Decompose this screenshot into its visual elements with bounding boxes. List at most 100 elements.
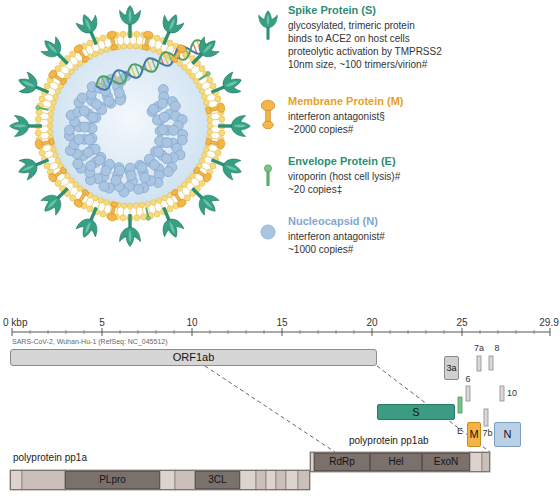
lipid-tail (41, 119, 47, 120)
spike-protein (15, 150, 53, 182)
legend-note: ~20 copies‡ (288, 185, 342, 195)
orf-label: E (457, 427, 463, 436)
lipid-head (53, 152, 59, 158)
spike-protein (154, 11, 186, 49)
membrane-protein (47, 165, 68, 183)
envelope-protein (264, 165, 271, 186)
lipid-tail (195, 71, 200, 75)
spike-head (74, 216, 101, 242)
nucleocapsid-bead (163, 167, 173, 177)
surface-proteins (10, 6, 251, 247)
lipid-tail (97, 203, 99, 209)
lipid-tail (213, 119, 219, 120)
protein-segment (298, 470, 310, 490)
e-head (35, 105, 40, 110)
m-head (34, 139, 43, 149)
spike-head (220, 70, 246, 97)
lipid-head (98, 198, 104, 204)
lipid-tail (182, 191, 186, 196)
lipid-tail (104, 205, 106, 211)
box-label: ORF1ab (173, 352, 215, 363)
lipid-tail (166, 201, 169, 206)
protein-domain: RdRp (314, 453, 370, 471)
bar-heading: polyprotein pp1a (13, 453, 87, 463)
axis-tick (300, 330, 301, 334)
lipid-head (202, 152, 208, 158)
axis-label: 5 (99, 318, 105, 328)
lipid-head (134, 31, 140, 37)
axis-minor-ticks (30, 330, 534, 334)
lipid-head (219, 116, 225, 122)
nucleocapsid-bead (159, 112, 169, 122)
m-head (107, 213, 117, 222)
protein-domain: ExoN (422, 453, 470, 471)
m-head (73, 198, 84, 209)
box-label: ExoN (434, 457, 458, 467)
protein-segment (266, 470, 276, 490)
legend-heading: Membrane Protein (M) (288, 96, 404, 107)
lipid-head (207, 123, 213, 129)
m-head (261, 100, 275, 111)
protein-segment (10, 470, 22, 490)
lipid-tail (212, 138, 218, 140)
lipid-head (73, 182, 79, 188)
lipid-tail (130, 37, 131, 43)
lipid-head (162, 195, 168, 201)
protein-segment (65, 470, 160, 490)
protein-segment (175, 470, 195, 490)
lipid-head (53, 94, 59, 100)
lipid-tail (142, 38, 144, 44)
protein-segment (240, 470, 256, 490)
axis-line (12, 332, 550, 333)
lipid-tail (43, 106, 49, 107)
spike-protein (10, 116, 42, 137)
lipid-head (65, 73, 71, 79)
axis-tick (282, 328, 283, 336)
protein-segment (482, 452, 490, 472)
lipid-head (121, 43, 127, 49)
lipid-head (121, 203, 127, 209)
lipid-head (98, 49, 104, 55)
axis-label: 25 (456, 318, 467, 328)
m-foot (110, 44, 118, 50)
spike-protein (185, 33, 223, 71)
lipid-head (65, 173, 71, 179)
lipid-head (35, 116, 41, 122)
spike-highlight (202, 43, 213, 54)
gene-box: M (467, 422, 481, 447)
nucleocapsid-bead (114, 88, 124, 98)
membrane-protein (107, 30, 120, 50)
axis-tick (354, 330, 355, 334)
m-head (47, 172, 58, 183)
lipid-head (51, 147, 57, 153)
lipid-head (154, 211, 160, 217)
axis-tick (336, 330, 337, 334)
spike-protein (259, 11, 278, 40)
lipid-head (100, 211, 106, 217)
lipid-head (210, 163, 216, 169)
axis-tick (138, 330, 139, 334)
nucleocapsid-bead (88, 112, 98, 122)
e-head (264, 165, 271, 172)
legend-icons (259, 11, 278, 239)
nucleocapsid-bead (74, 134, 84, 144)
nucleocapsid-bead (104, 96, 114, 106)
membrane-protein (192, 165, 213, 183)
protein-segment (314, 452, 370, 472)
nucleocapsid-bead (115, 165, 125, 175)
axis-label: 20 (366, 318, 377, 328)
lipid-head (219, 130, 225, 136)
lipid-head (77, 186, 83, 192)
lipid-head (199, 158, 205, 164)
axis-tick (120, 330, 121, 334)
lipid-head (190, 173, 196, 179)
box-label: Hel (388, 457, 403, 467)
e-stem (199, 74, 207, 80)
lipid-head (87, 206, 93, 212)
membrane-protein (73, 188, 91, 209)
spike-highlight (129, 229, 132, 242)
lipid-tail (136, 209, 137, 215)
envelope-protein (35, 105, 49, 112)
lipid-head (69, 178, 75, 184)
